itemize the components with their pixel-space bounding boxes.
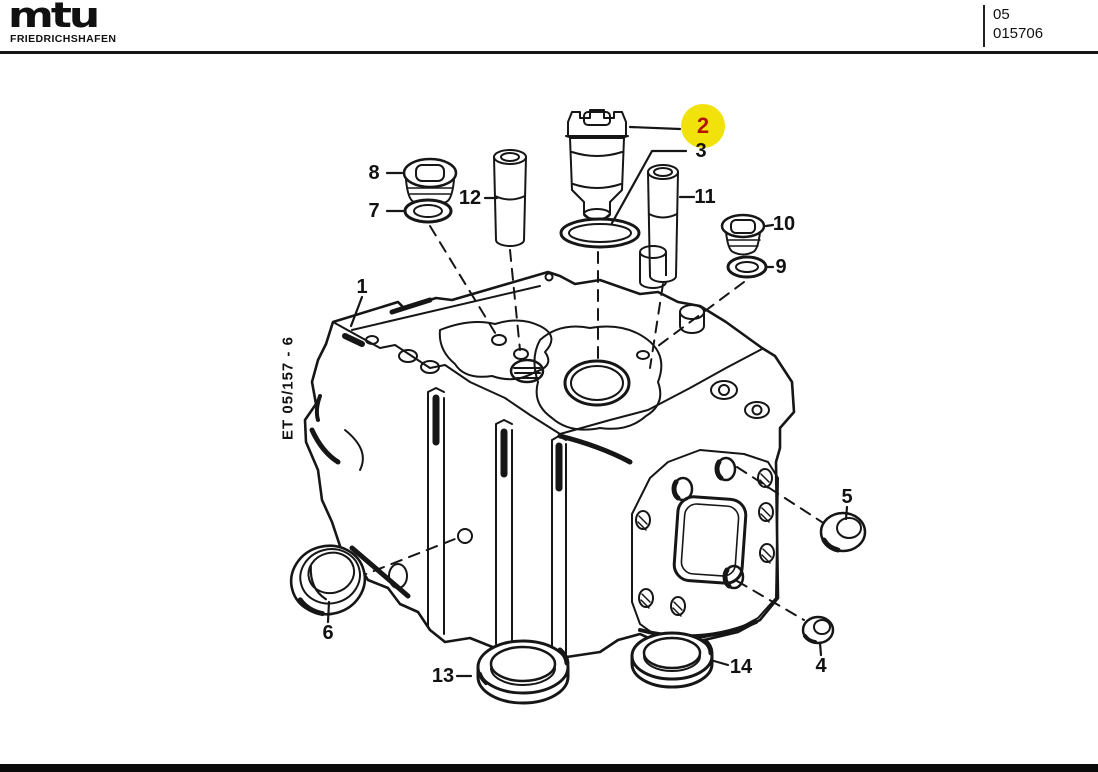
part-callout-11[interactable]: 11 xyxy=(694,186,716,208)
part-callout-6[interactable]: 6 xyxy=(322,622,334,644)
callout-leader-lines xyxy=(326,125,849,678)
header-divider xyxy=(0,51,1098,54)
part-3-o-ring xyxy=(559,217,641,249)
part-callout-7[interactable]: 7 xyxy=(368,200,380,222)
part-8-screw-plug xyxy=(402,157,458,206)
part-callout-5[interactable]: 5 xyxy=(841,486,853,508)
flange-bolt-holes xyxy=(635,468,775,617)
sheet-number-group: 05 xyxy=(993,6,1010,23)
part-7-seal-ring xyxy=(403,198,453,224)
part-callout-4[interactable]: 4 xyxy=(815,655,827,677)
part-callout-13[interactable]: 13 xyxy=(431,665,455,687)
part-5-bushing xyxy=(819,511,867,553)
part-10-screw-plug xyxy=(720,213,766,256)
mtu-logo: mtu xyxy=(8,0,100,36)
part-callout-3[interactable]: 3 xyxy=(695,140,707,162)
part-2-injector-sleeve xyxy=(565,109,629,230)
sheet-number-box: 05 015706 xyxy=(983,5,1043,47)
part-4-bushing xyxy=(801,615,835,645)
part-callout-2-highlighted[interactable]: 2 xyxy=(681,104,725,148)
part-12-valve-guide xyxy=(493,149,527,247)
part-6-sealing-sleeve xyxy=(289,544,367,617)
part-callout-1[interactable]: 1 xyxy=(356,276,368,298)
part-callout-9[interactable]: 9 xyxy=(775,256,787,278)
part-9-seal-ring xyxy=(726,255,768,279)
part-11-valve-guide xyxy=(647,164,679,283)
part-callout-14[interactable]: 14 xyxy=(729,656,753,678)
drawing-code: ET 05/157 - 6 xyxy=(279,336,297,440)
part-13-shim-ring xyxy=(476,639,570,705)
part-1-cylinder-head xyxy=(303,245,796,660)
page-bottom-bar xyxy=(0,764,1098,772)
part-callout-10[interactable]: 10 xyxy=(772,213,796,235)
part-14-shim-ring xyxy=(630,631,714,689)
part-callout-8[interactable]: 8 xyxy=(368,162,380,184)
sheet-number-page: 015706 xyxy=(993,25,1044,42)
part-callout-12[interactable]: 12 xyxy=(458,187,482,209)
mtu-logo-subtext: FRIEDRICHSHAFEN xyxy=(10,33,117,45)
